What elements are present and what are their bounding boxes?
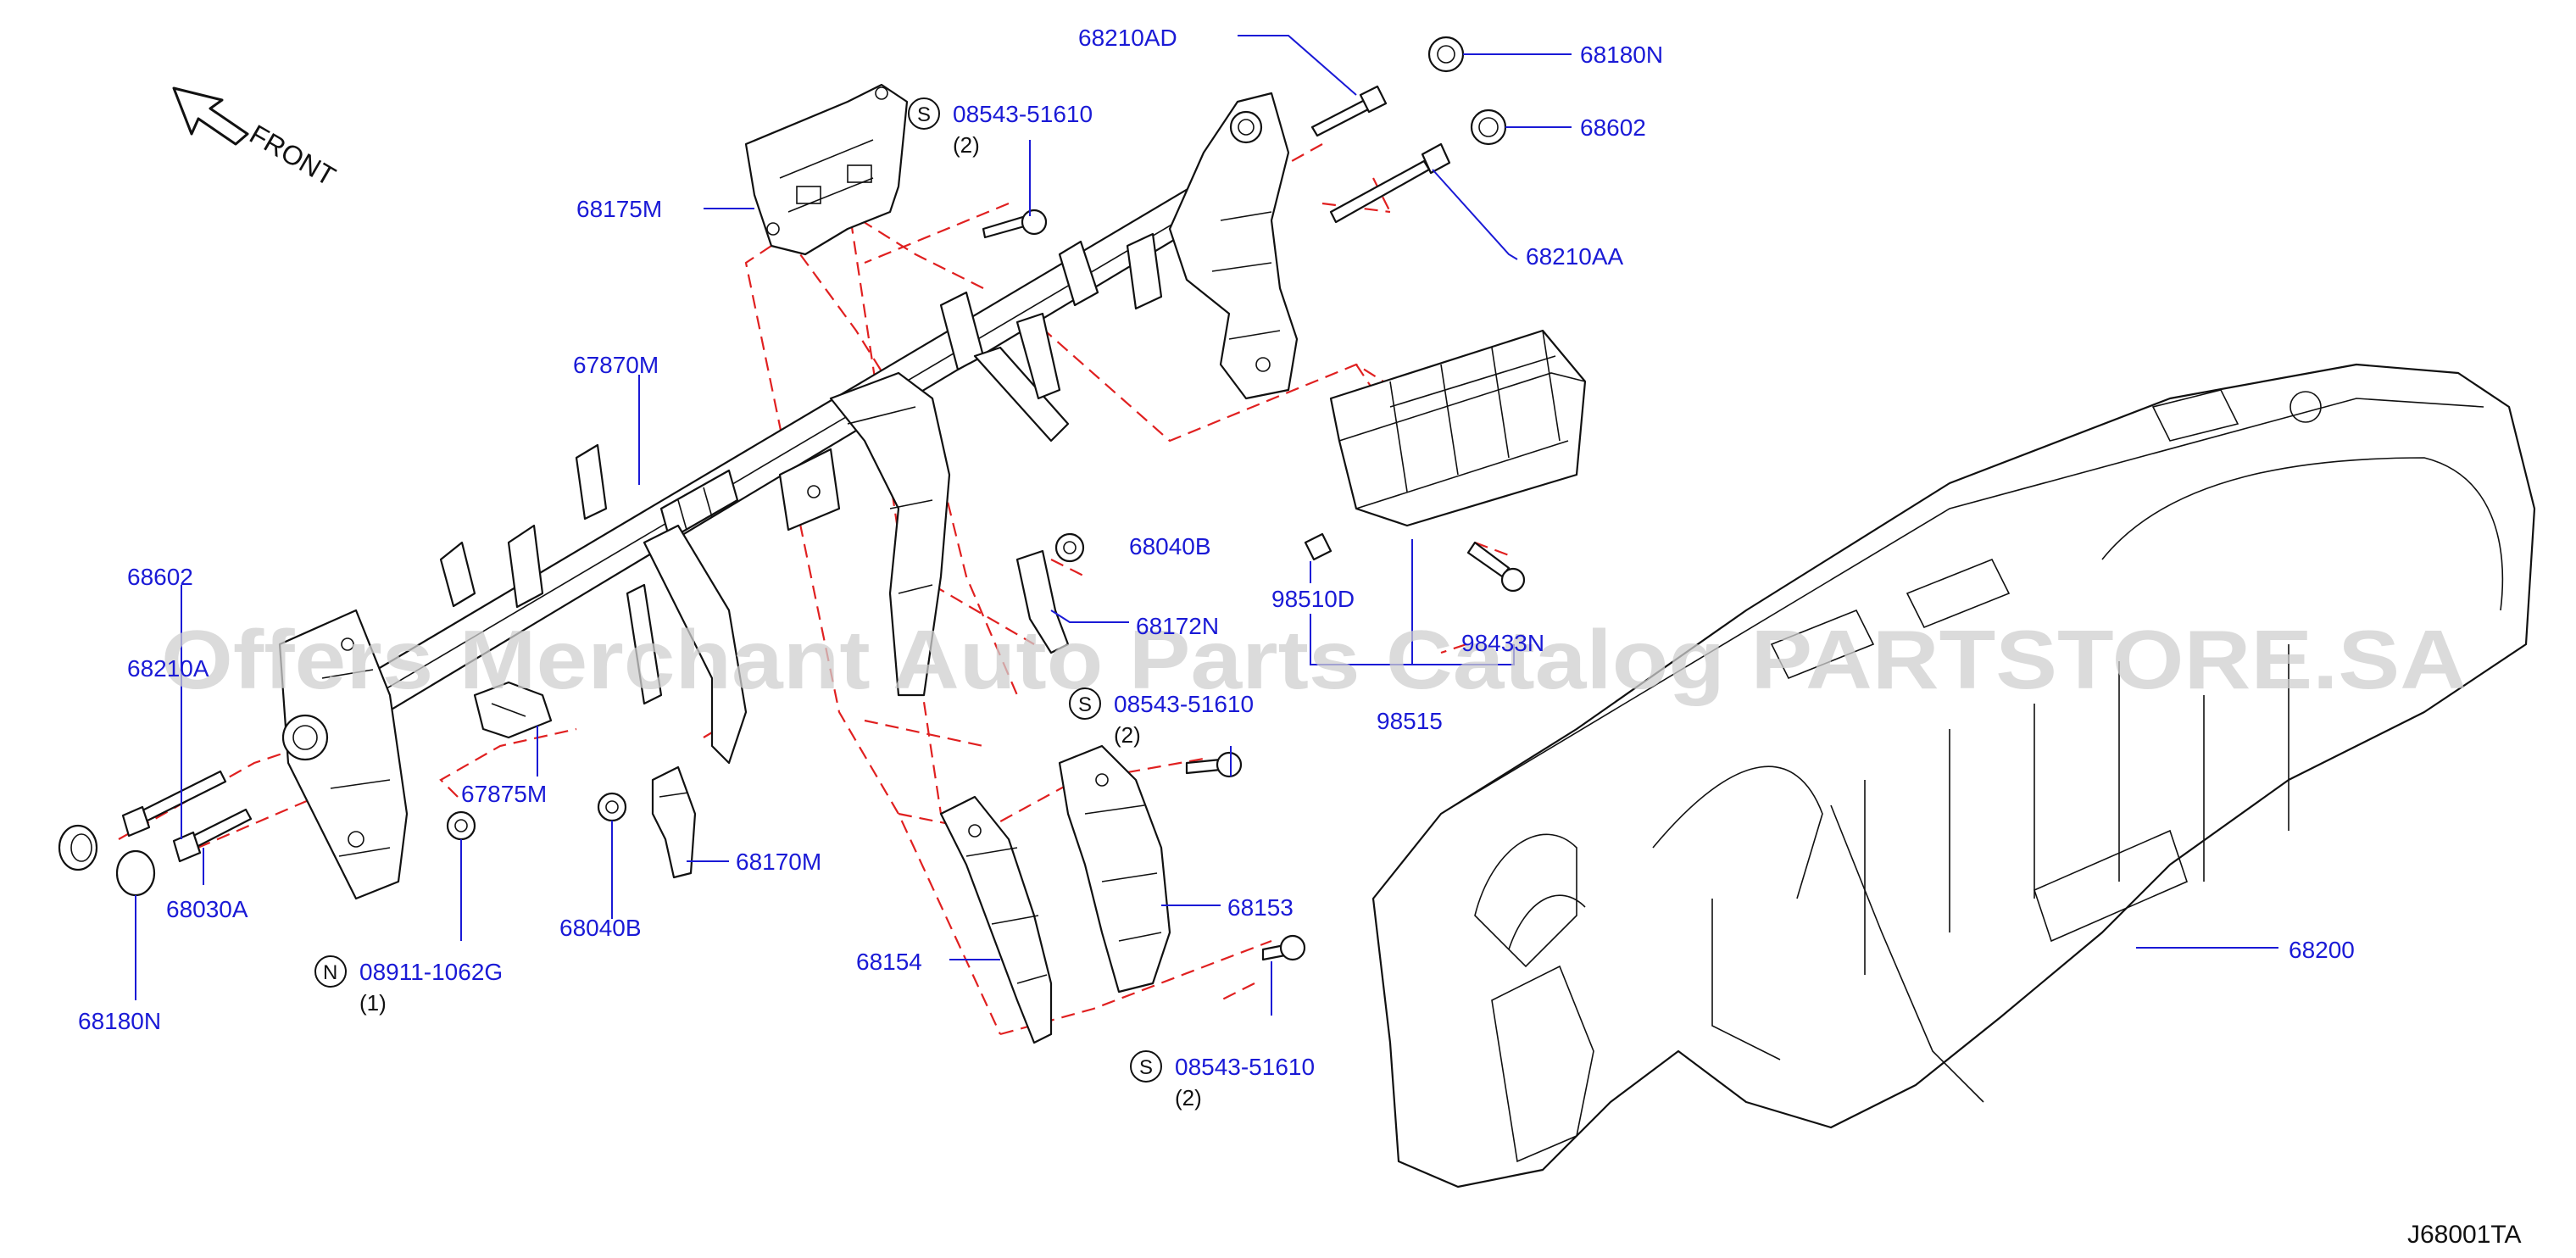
s-badge-letter-3: S [1139, 1056, 1153, 1079]
qty-08543-b: (2) [1114, 722, 1141, 748]
label-68210-partial: 68210A [127, 655, 209, 682]
watermark-text: Offers Merchant Auto Parts Catalog PARTS… [161, 613, 2467, 706]
bracket-68172n [1015, 549, 1070, 654]
front-label: FRONT [245, 119, 341, 192]
label-67875m: 67875M [461, 781, 547, 807]
bracket-68154 [939, 795, 1053, 1044]
n-badge-letter: N [323, 961, 337, 984]
label-08543-51610-a: 08543-51610 [953, 101, 1093, 127]
s-badge-icon [908, 97, 940, 130]
s-badge-letter: S [917, 103, 931, 126]
label-68153: 68153 [1227, 894, 1294, 921]
qty-08911: (1) [359, 990, 387, 1016]
label-68172n: 68172N [1136, 613, 1219, 639]
bracket-68170m [651, 765, 697, 879]
cross-car-beam-67870m [278, 164, 1248, 900]
instrument-panel-68200 [1371, 363, 2536, 1188]
label-68030a: 68030A [166, 896, 248, 922]
label-68210aa: 68210AA [1526, 243, 1624, 270]
n-badge-icon [314, 955, 347, 988]
fasteners [58, 36, 1526, 961]
screw-spec-2: S 08543-51610 (2) [1069, 687, 1254, 748]
diagram-code: J68001TA [2407, 1221, 2522, 1249]
right-end-bracket [1168, 92, 1299, 400]
label-98515: 98515 [1377, 708, 1443, 734]
s-badge-icon-3 [1130, 1050, 1162, 1083]
label-08543-51610-c: 08543-51610 [1175, 1054, 1315, 1080]
qty-08543-c: (2) [1175, 1085, 1202, 1110]
nut-spec-1: N 08911-1062G (1) [314, 955, 503, 1016]
label-68175m: 68175M [576, 196, 662, 222]
label-68170m: 68170M [736, 849, 821, 875]
label-68210ad: 68210AD [1078, 25, 1177, 51]
bracket-68175m [744, 83, 909, 256]
label-68602-top: 68602 [1580, 114, 1646, 141]
label-98510d: 98510D [1271, 586, 1355, 612]
label-68180n-top: 68180N [1580, 42, 1663, 68]
bracket-68153 [1058, 744, 1171, 994]
label-68040b-low: 68040B [559, 915, 642, 941]
label-67870m: 67870M [573, 352, 659, 378]
front-arrow-icon [172, 86, 249, 146]
label-68200: 68200 [2289, 937, 2355, 963]
center-brackets [778, 371, 951, 697]
screw-spec-3: S 08543-51610 (2) [1130, 1050, 1315, 1110]
qty-08543-a: (2) [953, 132, 980, 158]
screw-spec-1: S 08543-51610 (2) [908, 97, 1093, 158]
label-98433: 98433N [1461, 630, 1544, 656]
label-68154: 68154 [856, 949, 922, 975]
s-badge-letter-2: S [1078, 693, 1092, 716]
s-badge-icon-2 [1069, 687, 1101, 720]
label-08911-1062g: 08911-1062G [359, 959, 503, 985]
airbag-module-98515 [1329, 329, 1587, 527]
label-68602-left: 68602 [127, 564, 193, 590]
label-68180n-left: 68180N [78, 1008, 161, 1034]
label-08543-51610-b: 08543-51610 [1114, 691, 1254, 717]
leader-lines [135, 35, 2278, 1016]
assembly-dashed-lines [118, 143, 1510, 1036]
label-68040b-mid: 68040B [1129, 533, 1211, 559]
